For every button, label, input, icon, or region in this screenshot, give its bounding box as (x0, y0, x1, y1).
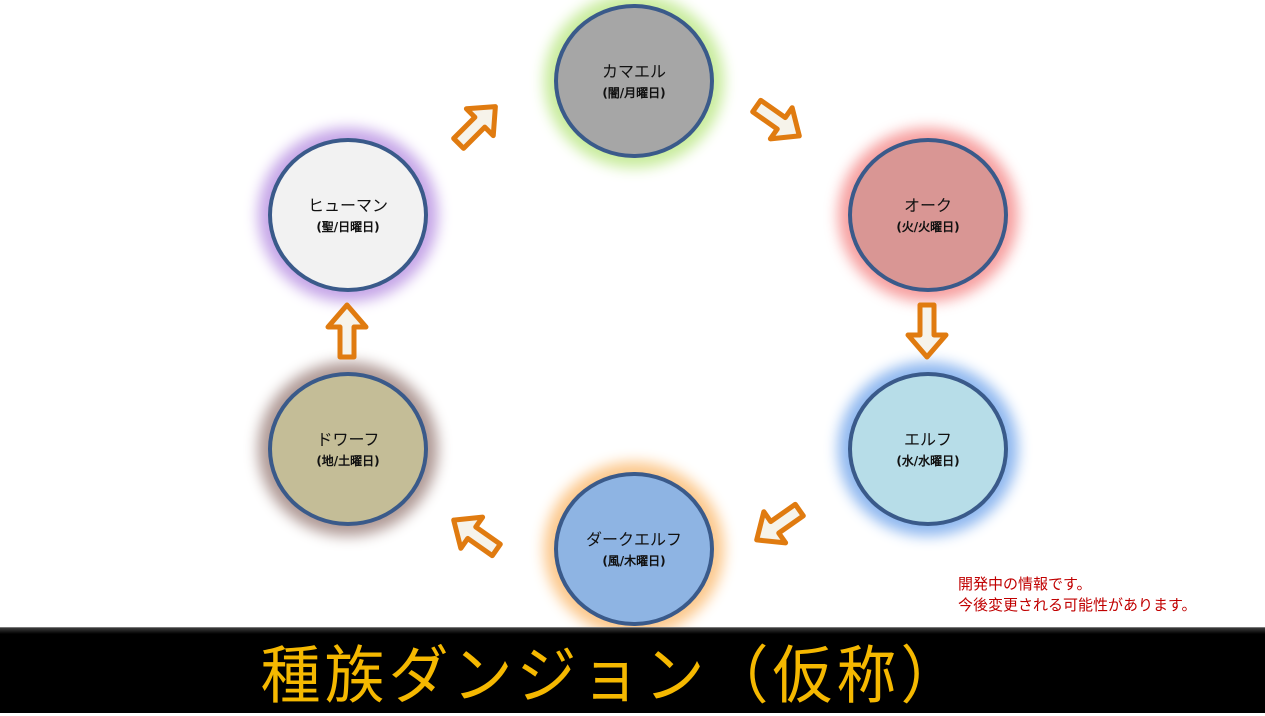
race-attribute: (地/土曜日) (316, 453, 380, 468)
banner-title: 種族ダンジョン（仮称） (260, 639, 965, 714)
arrow-up-icon (325, 302, 369, 360)
development-notice: 開発中の情報です。 今後変更される可能性があります。 (958, 574, 1197, 616)
node-dark-elf: ダークエルフ (風/木曜日) (554, 472, 714, 626)
node-human: ヒューマン (聖/日曜日) (268, 138, 428, 292)
title-banner: 種族ダンジョン（仮称） (0, 627, 1265, 713)
node-kamael: カマエル (闇/月曜日) (554, 4, 714, 158)
race-name: カマエル (601, 61, 666, 81)
race-name: ヒューマン (307, 195, 388, 215)
arrow-down-icon (905, 302, 949, 360)
race-attribute: (聖/日曜日) (316, 219, 380, 234)
node-dwarf: ドワーフ (地/土曜日) (268, 372, 428, 526)
node-orc: オーク (火/火曜日) (848, 138, 1008, 292)
arrow-up-left-icon (451, 514, 503, 559)
node-elf: エルフ (水/水曜日) (848, 372, 1008, 526)
race-name: オーク (903, 195, 952, 215)
arrow-right-icon (451, 104, 498, 151)
race-name: ドワーフ (316, 429, 380, 449)
race-attribute: (火/火曜日) (896, 219, 960, 234)
arrow-down-left-icon (754, 501, 806, 546)
race-name: エルフ (903, 429, 952, 449)
arrow-right-icon (750, 97, 802, 142)
race-attribute: (風/木曜日) (602, 553, 666, 568)
race-name: ダークエルフ (585, 529, 682, 549)
race-attribute: (水/水曜日) (896, 453, 960, 468)
notice-line-1: 開発中の情報です。 (958, 575, 1092, 593)
notice-line-2: 今後変更される可能性があります。 (958, 596, 1197, 614)
race-attribute: (闇/月曜日) (602, 85, 666, 100)
